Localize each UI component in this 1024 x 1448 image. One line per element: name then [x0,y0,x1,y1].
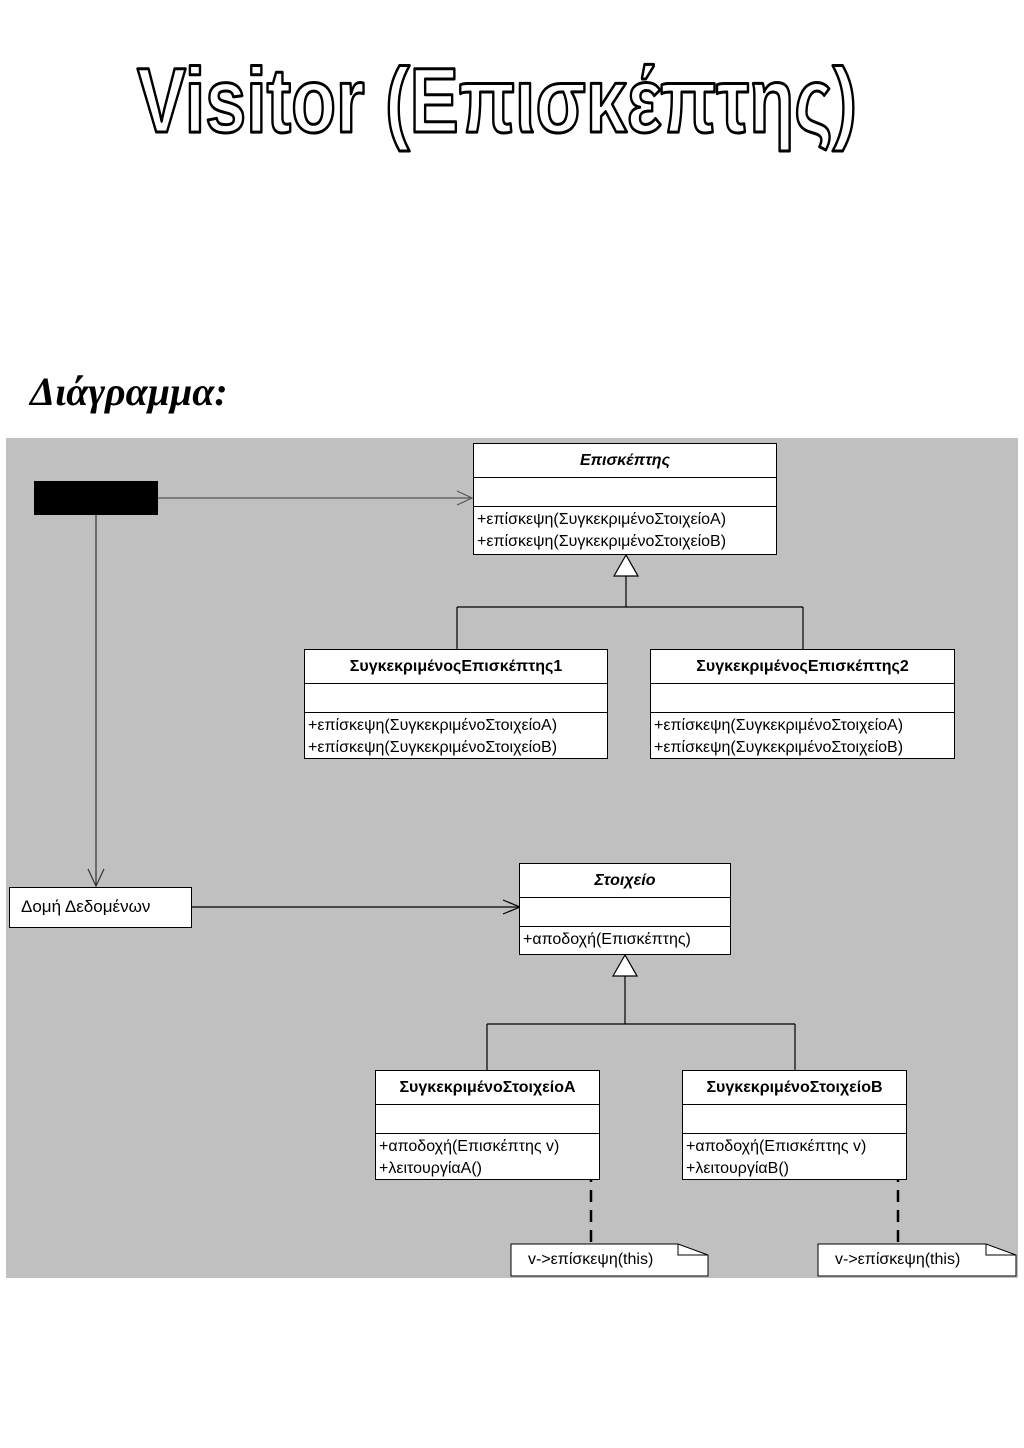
note-b-text: v->επίσκεψη(this) [835,1251,961,1268]
element-class: Στοιχείο +αποδοχή(Επισκέπτης) [519,863,731,955]
class-operations: +αποδοχή(Επισκέπτης v) +λειτουργίαΒ() [683,1134,906,1182]
uml-diagram: Επισκέπτης +επίσκεψη(ΣυγκεκριμένοΣτοιχεί… [6,438,1018,1278]
class-attributes [651,684,954,713]
concrete-element-a-class: ΣυγκεκριμένοΣτοιχείοΑ +αποδοχή(Επισκέπτη… [375,1070,600,1180]
operation: +επίσκεψη(ΣυγκεκριμένοΣτοιχείοΒ) [308,739,558,756]
concrete-visitor-2-class: ΣυγκεκριμένοςΕπισκέπτης2 +επίσκεψη(Συγκε… [650,649,955,759]
class-name: ΣυγκεκριμένοςΕπισκέπτης1 [305,650,607,684]
class-operations: +επίσκεψη(ΣυγκεκριμένοΣτοιχείοΑ) +επίσκε… [651,713,954,761]
concrete-visitor-1-class: ΣυγκεκριμένοςΕπισκέπτης1 +επίσκεψη(Συγκε… [304,649,608,759]
operation: +λειτουργίαΒ() [686,1160,790,1177]
operation: +επίσκεψη(ΣυγκεκριμένοΣτοιχείοΑ) [477,511,727,528]
operation: +επίσκεψη(ΣυγκεκριμένοΣτοιχείοΒ) [654,739,904,756]
operation: +επίσκεψη(ΣυγκεκριμένοΣτοιχείοΑ) [654,717,904,734]
diagram-heading: Διάγραμμα: [30,369,228,414]
operation: +επίσκεψη(ΣυγκεκριμένοΣτοιχείοΒ) [477,533,727,550]
class-name: Επισκέπτης [474,444,776,478]
class-operations: +επίσκεψη(ΣυγκεκριμένοΣτοιχείοΑ) +επίσκε… [474,507,776,555]
operation: +αποδοχή(Επισκέπτης) [523,931,691,948]
class-attributes [305,684,607,713]
visitor-class: Επισκέπτης +επίσκεψη(ΣυγκεκριμένοΣτοιχεί… [473,443,777,555]
client-actor [34,481,158,515]
class-attributes [520,898,730,927]
client-to-datastructure-arrow [87,515,105,888]
note-a-shape [510,1243,709,1277]
class-name: ΣυγκεκριμένοΣτοιχείοΒ [683,1071,906,1105]
client-to-visitor-arrow [158,490,474,506]
class-attributes [474,478,776,507]
datastructure-to-element-arrow [191,899,522,915]
class-attributes [376,1105,599,1134]
page-title: Visitor (Επισκέπτης) [136,49,859,154]
data-structure-box: Δομή Δεδομένων [9,887,192,928]
operation: +λειτουργίαΑ() [379,1160,483,1177]
note-a-text: v->επίσκεψη(this) [528,1251,654,1268]
operation: +επίσκεψη(ΣυγκεκριμένοΣτοιχείοΑ) [308,717,558,734]
class-attributes [683,1105,906,1134]
note-b-shape [817,1243,1017,1277]
class-operations: +επίσκεψη(ΣυγκεκριμένοΣτοιχείοΑ) +επίσκε… [305,713,607,761]
class-operations: +αποδοχή(Επισκέπτης v) +λειτουργίαΑ() [376,1134,599,1182]
page-title-text: Visitor (Επισκέπτης) [137,50,857,152]
operation: +αποδοχή(Επισκέπτης v) [379,1138,560,1155]
element-inheritance [486,953,796,1072]
concrete-element-b-class: ΣυγκεκριμένοΣτοιχείοΒ +αποδοχή(Επισκέπτη… [682,1070,907,1180]
class-name: Στοιχείο [520,864,730,898]
class-name: ΣυγκεκριμένοΣτοιχείοΑ [376,1071,599,1105]
class-name: ΣυγκεκριμένοςΕπισκέπτης2 [651,650,954,684]
class-operations: +αποδοχή(Επισκέπτης) [520,927,730,953]
visitor-inheritance [456,553,804,649]
operation: +αποδοχή(Επισκέπτης v) [686,1138,867,1155]
